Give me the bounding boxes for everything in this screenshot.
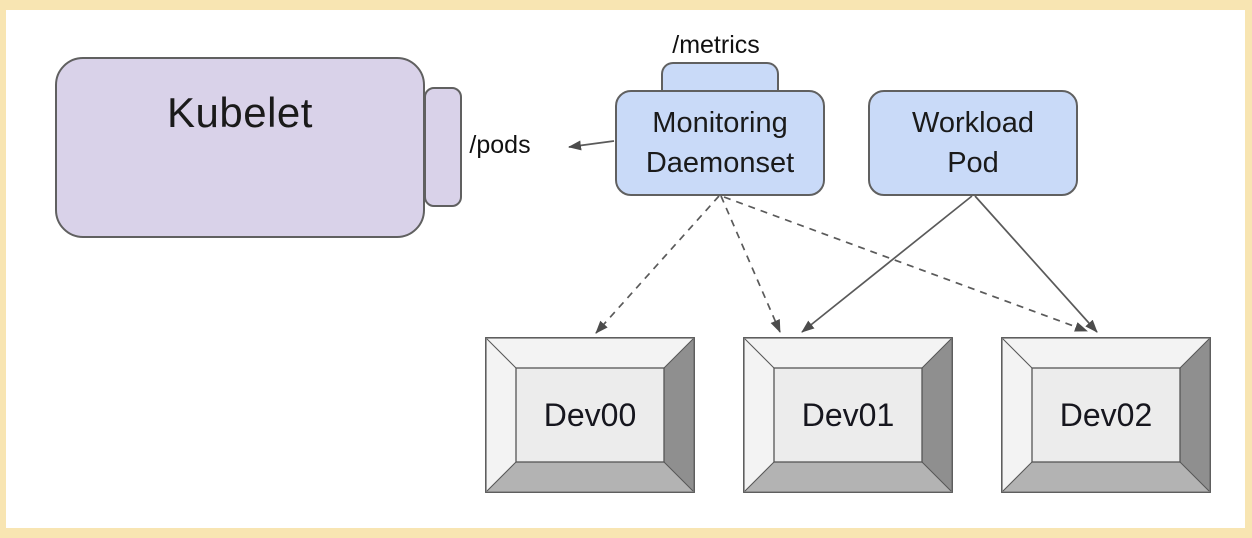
device-bevel-right bbox=[1180, 338, 1210, 492]
edge-monitoring-to-dev00-dashed bbox=[595, 195, 720, 334]
kubelet-pods-port-shape bbox=[424, 87, 462, 207]
device-mitre-tr bbox=[663, 338, 694, 369]
device-mitre-tl bbox=[744, 338, 775, 369]
device-bevel-right bbox=[664, 338, 694, 492]
device-inner-face bbox=[515, 367, 665, 463]
device-dev00-label: Dev00 bbox=[544, 397, 637, 433]
device-inner-face bbox=[773, 367, 923, 463]
edge-monitoring-to-kubelet-pods bbox=[568, 140, 615, 151]
device-dev00: Dev00 bbox=[485, 337, 695, 493]
frame-border-top bbox=[0, 0, 1252, 10]
kubelet-label: Kubelet bbox=[167, 89, 313, 136]
device-dev01-label: Dev01 bbox=[802, 397, 895, 433]
device-bevel-bottom bbox=[486, 462, 694, 492]
edge-monitoring-to-dev01-dashed bbox=[720, 195, 781, 333]
device-mitre-tr bbox=[1179, 338, 1210, 369]
metrics-endpoint-label: /metrics bbox=[672, 31, 760, 59]
device-mitre-bl bbox=[1002, 461, 1033, 492]
monitoring-daemonset-label-line1: Monitoring bbox=[652, 107, 788, 139]
monitoring-daemonset-node: Monitoring Daemonset bbox=[615, 90, 825, 196]
device-dev02-label: Dev02 bbox=[1060, 397, 1153, 433]
device-mitre-br bbox=[663, 461, 694, 492]
edge-workload-to-dev02-solid bbox=[974, 195, 1098, 333]
device-mitre-bl bbox=[486, 461, 517, 492]
device-mitre-br bbox=[1179, 461, 1210, 492]
edge-workload-to-dev01-solid bbox=[801, 195, 973, 333]
device-mitre-tl bbox=[486, 338, 517, 369]
frame-border-left bbox=[0, 0, 6, 538]
device-bevel-bottom bbox=[744, 462, 952, 492]
kubelet-node: Kubelet bbox=[55, 57, 425, 238]
device-mitre-tr bbox=[921, 338, 952, 369]
frame-border-bottom bbox=[0, 528, 1252, 538]
device-bevel-bottom bbox=[1002, 462, 1210, 492]
monitoring-daemonset-label-line2: Daemonset bbox=[645, 147, 795, 179]
device-dev02: Dev02 bbox=[1001, 337, 1211, 493]
device-mitre-tl bbox=[1002, 338, 1033, 369]
device-bevel-right bbox=[922, 338, 952, 492]
device-dev01: Dev01 bbox=[743, 337, 953, 493]
edge-monitoring-to-dev02-dashed bbox=[723, 196, 1088, 332]
device-mitre-br bbox=[921, 461, 952, 492]
device-inner-face bbox=[1031, 367, 1181, 463]
workload-pod-label-line1: Workload bbox=[912, 107, 1034, 139]
pods-endpoint-label: /pods bbox=[469, 131, 531, 159]
frame-border-right bbox=[1245, 0, 1252, 538]
workload-pod-node: Workload Pod bbox=[868, 90, 1078, 196]
device-mitre-bl bbox=[744, 461, 775, 492]
workload-pod-label-line2: Pod bbox=[947, 147, 999, 179]
